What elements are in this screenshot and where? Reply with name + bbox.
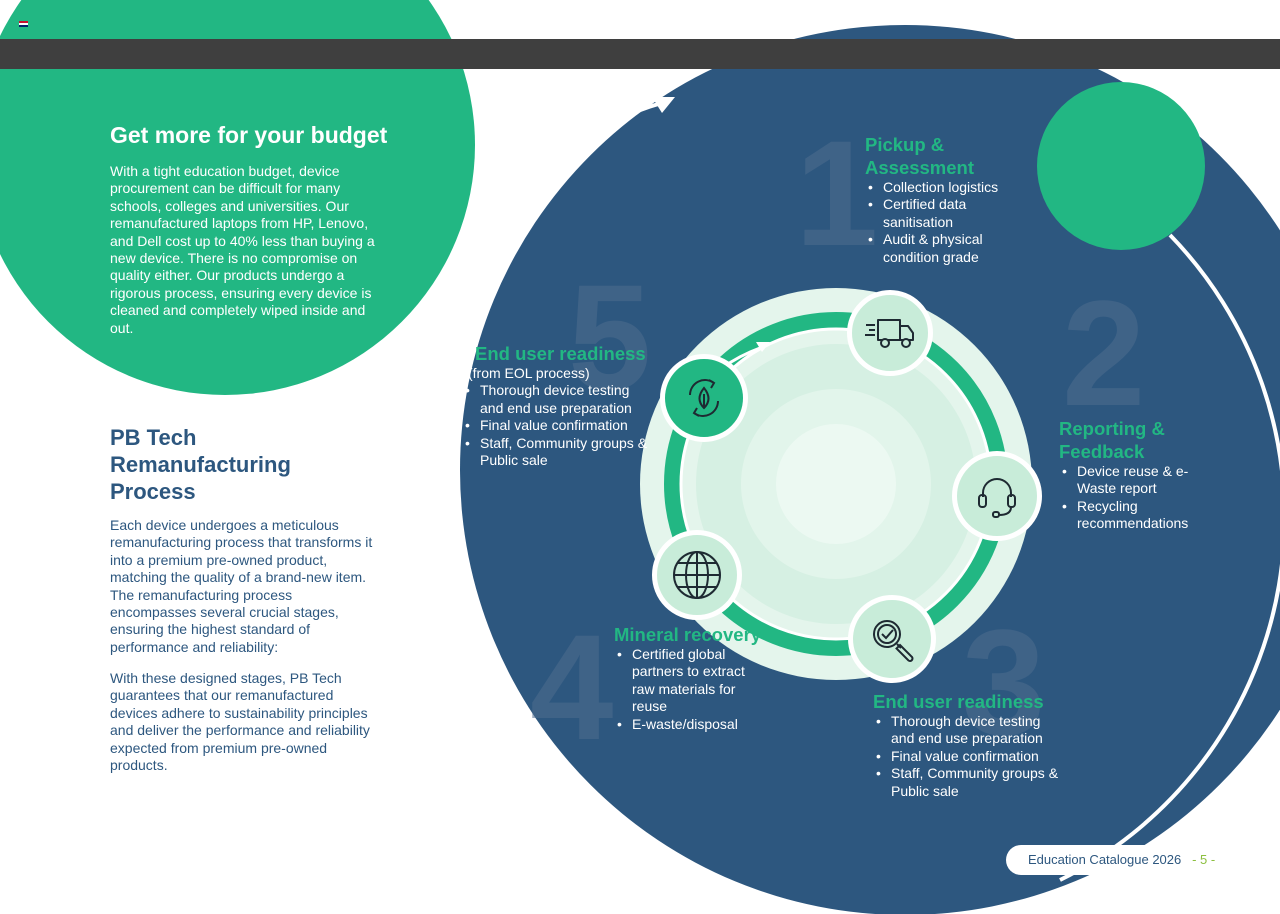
step-5-item: Final value confirmation — [462, 417, 652, 435]
step-4-item: Certified global partners to extract raw… — [614, 646, 764, 716]
top-bar — [0, 39, 1280, 69]
step-3-item: Final value confirmation — [873, 748, 1063, 766]
recycle-leaf-icon — [660, 354, 748, 442]
inner-arrow-head — [756, 342, 770, 352]
step-5-item: Thorough device testing and end use prep… — [462, 382, 652, 417]
headset-icon — [952, 451, 1042, 541]
step-3-item: Staff, Community groups & Public sale — [873, 765, 1063, 800]
step-3-title: End user readiness — [873, 691, 1044, 712]
globe-icon — [652, 530, 742, 620]
step-1-block: Pickup & Assessment Collection logistics… — [865, 133, 1035, 266]
step-3-list: Thorough device testing and end use prep… — [873, 713, 1063, 800]
footer: Education Catalogue 2026 - 5 - — [1028, 852, 1215, 867]
page-number: - 5 - — [1192, 852, 1216, 867]
green-budget-circle — [0, 0, 475, 395]
step-2-item: Recycling recommendations — [1059, 498, 1219, 533]
step-1-list: Collection logistics Certified data sani… — [865, 179, 1035, 266]
step-number-4: 4 — [530, 603, 614, 771]
green-accent-circle — [1037, 82, 1205, 250]
step-number-2: 2 — [1062, 269, 1146, 437]
step-3-block: End user readiness Thorough device testi… — [873, 690, 1063, 800]
step-2-item: Device reuse & e-Waste report — [1059, 463, 1219, 498]
process-paragraph-1: Each device undergoes a meticulous reman… — [110, 517, 373, 655]
budget-title: Get more for your budget — [110, 122, 388, 148]
step-4-block: Mineral recovery Certified global partne… — [614, 623, 764, 733]
step-5-subtitle: (from EOL process) — [468, 365, 590, 381]
step-5-list: Thorough device testing and end use prep… — [462, 382, 652, 469]
budget-body: With a tight education budget, device pr… — [110, 163, 375, 336]
arrow-arc-right — [1059, 233, 1280, 882]
step-5-item: Staff, Community groups & Public sale — [462, 435, 652, 470]
process-title: PB Tech Remanufacturing Process — [110, 425, 291, 504]
arrow-head-left — [652, 97, 675, 113]
step-4-item: E-waste/disposal — [614, 716, 764, 734]
step-1-title: Pickup & Assessment — [865, 134, 975, 178]
magnifier-check-icon — [848, 595, 936, 683]
arrow-arc-left — [523, 100, 666, 177]
nz-flag-icon — [19, 21, 28, 27]
step-2-title: Reporting & Feedback — [1059, 418, 1165, 462]
footer-label: Education Catalogue 2026 — [1028, 852, 1182, 867]
step-2-list: Device reuse & e-Waste report Recycling … — [1059, 463, 1219, 533]
step-5-block: End user readiness (from EOL process) Th… — [465, 342, 652, 469]
step-1-item: Collection logistics — [865, 179, 1035, 197]
step-1-item: Audit & physical condition grade — [865, 231, 1035, 266]
step-1-item: Certified data sanitisation — [865, 196, 1035, 231]
footer-pill — [1006, 845, 1280, 875]
step-4-title: Mineral recovery — [614, 624, 762, 645]
truck-icon — [847, 290, 933, 376]
step-5-title: End user readiness — [475, 343, 646, 364]
step-4-list: Certified global partners to extract raw… — [614, 646, 764, 733]
step-2-block: Reporting & Feedback Device reuse & e-Wa… — [1059, 417, 1219, 533]
inner-core-center — [776, 424, 896, 544]
step-3-item: Thorough device testing and end use prep… — [873, 713, 1063, 748]
process-paragraph-2: With these designed stages, PB Tech guar… — [110, 670, 370, 774]
